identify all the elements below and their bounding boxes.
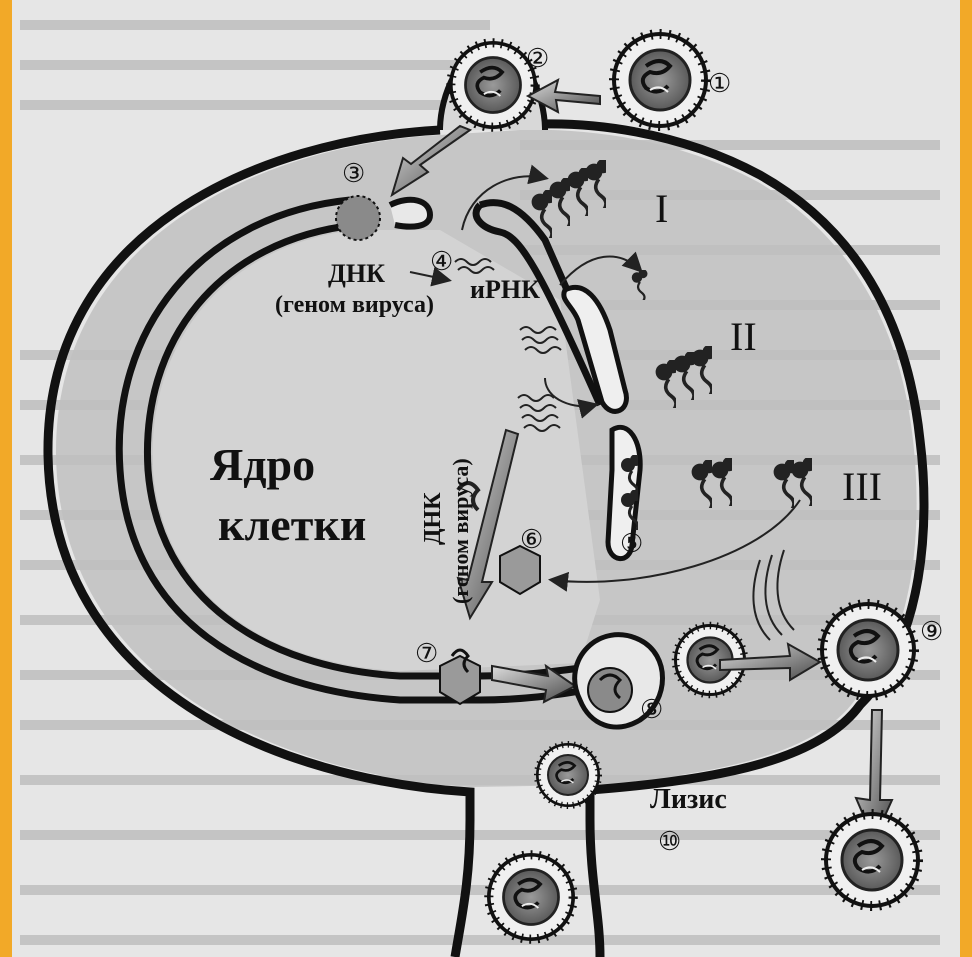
step-4: ④ [430,247,453,276]
released-virion [826,814,918,906]
label-vertical-dna: ДНК [420,492,446,545]
label-viral-genome: (геном вируса) [275,292,434,318]
virion-exiting [822,604,914,696]
phase-I: I [655,186,668,231]
label-nucleus-line1: Ядро [210,439,315,490]
label-lysis: Лизис [650,784,727,815]
step-8: ⑧ [640,695,663,724]
virion-entering [451,43,535,127]
virion-lysis-released [489,855,573,939]
virion-lysis-inside [537,744,598,805]
nuclear-pore-1 [390,200,430,227]
phase-III: III [842,464,882,509]
phase-II: II [730,314,757,359]
step-5: ⑤ [620,529,643,558]
step-1: ① [708,69,731,98]
step-10: ⑩ [658,827,681,856]
step-2: ② [526,44,549,73]
label-vertical-genome: (геном вируса) [448,458,473,604]
virion-attaching [614,34,706,126]
label-nucleus-line2: клетки [218,499,366,550]
step-3: ③ [342,159,365,188]
step-9: ⑨ [920,617,943,646]
label-mrna: иРНК [470,275,540,304]
step-6: ⑥ [520,525,543,554]
uncoating-capsid [336,196,380,240]
step-7: ⑦ [415,639,438,668]
label-dna: ДНК [328,259,385,288]
